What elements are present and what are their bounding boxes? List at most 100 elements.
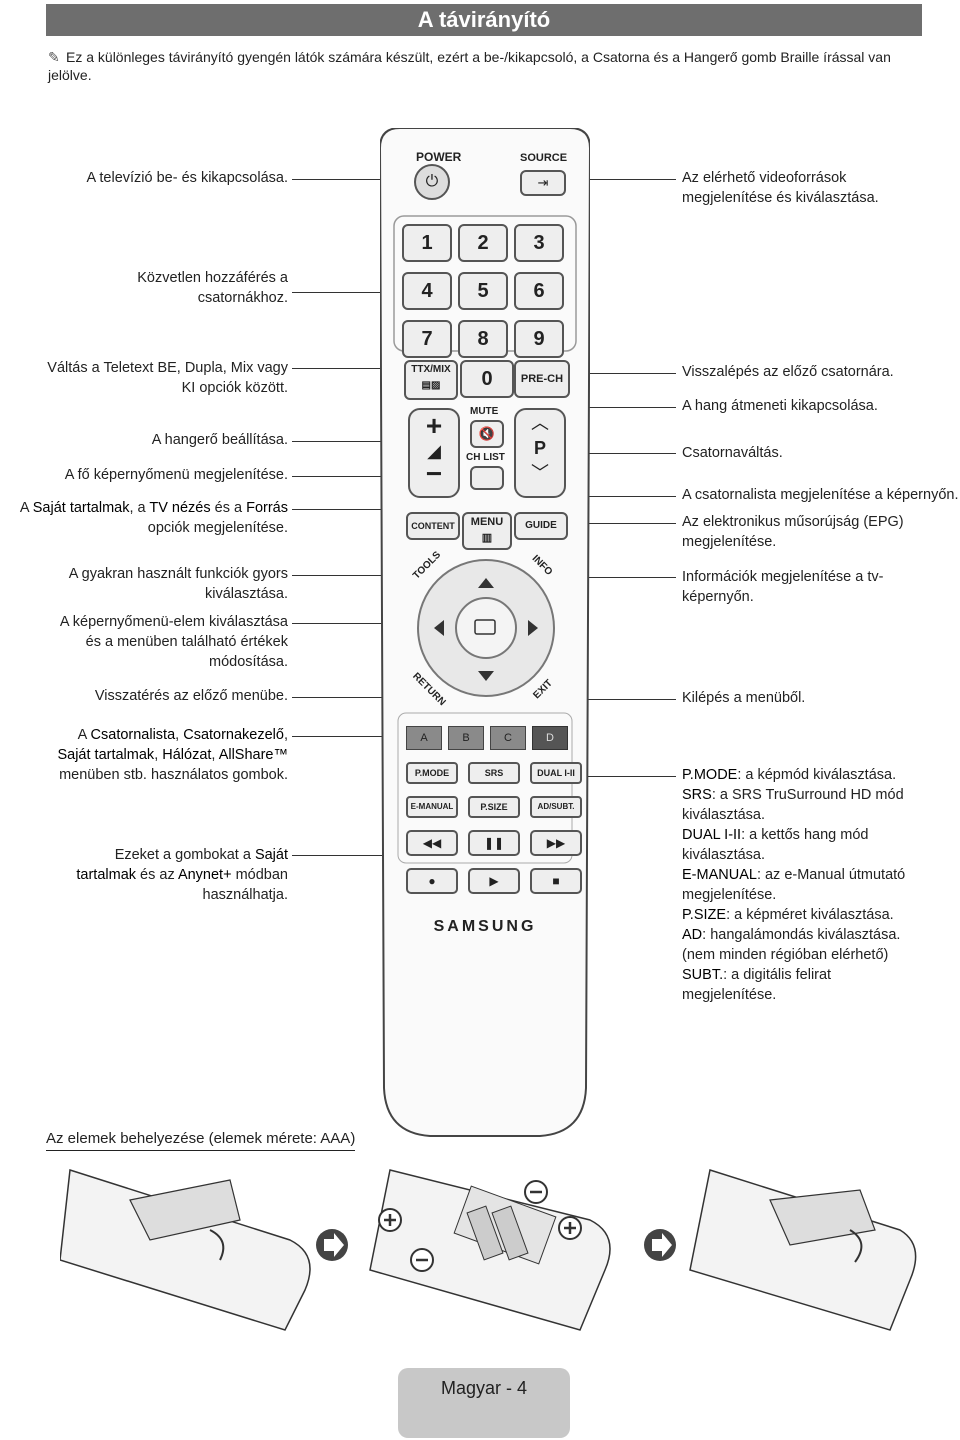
label-chlist: A csatornalista megjelenítése a képernyő… [682,487,959,503]
ch-list-label: CH LIST [466,452,505,463]
digit-5-button[interactable]: 5 [458,272,508,310]
digit-8-button[interactable]: 8 [458,320,508,358]
digit-1-button[interactable]: 1 [402,224,452,262]
label-exit: Kilépés a menüből. [682,690,806,706]
source-icon: ⇥ [537,175,549,190]
leader-line [292,575,410,576]
color-b-button[interactable]: B [448,726,484,750]
stop-icon: ■ [552,874,560,888]
record-button[interactable]: ● [406,868,458,894]
minus-icon [524,1180,548,1204]
step-3-remote [689,1169,917,1331]
arrow-right-icon [644,1229,676,1261]
pause-icon: ❚❚ [483,836,505,850]
battery-illustration [60,1169,917,1331]
color-c-button[interactable]: C [490,726,526,750]
p-mode-button[interactable]: P.MODE [406,762,458,784]
volume-wedge-icon: ◢ [427,441,441,461]
guide-button[interactable]: GUIDE [514,512,568,540]
label-guide: Az elektronikus műsorújság (EPG)megjelen… [682,514,904,550]
label-channel: Csatornaváltás. [682,445,783,461]
srs-button[interactable]: SRS [468,762,520,784]
leader-line [292,623,422,624]
dual-button[interactable]: DUAL I-II [530,762,582,784]
volume-rocker[interactable]: + ◢ − [408,408,460,498]
media-row-2: ● ▶ ■ [406,868,582,894]
leader-line [562,453,676,454]
ad-subt-button[interactable]: AD/SUBT. [530,796,582,818]
mute-button[interactable]: 🔇 [470,420,504,448]
menu-button[interactable]: MENU▥ [462,512,512,550]
leader-line [530,407,676,408]
leader-line [568,776,676,777]
fast-forward-icon: ▶▶ [546,836,566,850]
menu-icon: ▥ [481,532,493,544]
color-buttons: A B C D [406,726,568,750]
label-power: A televízió be- és kikapcsolása. [86,170,289,186]
media-row-1: ◀◀ ❚❚ ▶▶ [406,830,582,856]
power-icon: ⏻ [425,173,439,190]
color-a-button[interactable]: A [406,726,442,750]
pre-ch-button[interactable]: PRE-CH [514,360,570,398]
leader-line [292,292,392,293]
mute-label: MUTE [470,406,499,417]
leader-line [292,368,402,369]
rewind-button[interactable]: ◀◀ [406,830,458,856]
minus-icon [410,1248,434,1272]
page-title: A távirányító [417,7,551,32]
digit-6-button[interactable]: 6 [514,272,564,310]
label-prech: Visszalépés az előző csatornára. [682,364,894,380]
leader-line [292,855,408,856]
function-row-1: P.MODE SRS DUAL I-II [406,762,582,784]
play-button[interactable]: ▶ [468,868,520,894]
label-content: A Saját tartalmak, a TV nézés és a Forrá… [19,500,288,536]
fast-forward-button[interactable]: ▶▶ [530,830,582,856]
leader-line [570,179,676,180]
leader-line [510,496,676,497]
digit-3-button[interactable]: 3 [514,224,564,262]
step-1-remote [60,1169,311,1331]
arrow-right-icon [316,1229,348,1261]
leader-line [292,441,404,442]
leader-line [562,577,676,578]
digit-7-button[interactable]: 7 [402,320,452,358]
label-function-buttons: P.MODE: a képmód kiválasztása. SRS: a SR… [682,767,906,1003]
function-row-2: E-MANUAL P.SIZE AD/SUBT. [406,796,582,818]
volume-up-icon: + [425,410,443,441]
leader-line [292,476,462,477]
ttx-mix-button[interactable]: TTX/MIX▤▨ [404,360,458,400]
battery-section-title: Az elemek behelyezése (elemek mérete: AA… [46,1130,356,1151]
digit-9-button[interactable]: 9 [514,320,564,358]
leader-line [292,509,404,510]
source-button[interactable]: ⇥ [520,170,566,196]
record-icon: ● [428,874,436,888]
leader-line [568,699,676,700]
digit-0-button[interactable]: 0 [460,360,514,398]
power-button[interactable]: ⏻ [414,164,450,200]
ch-list-button[interactable] [470,466,504,490]
stop-button[interactable]: ■ [530,868,582,894]
color-d-button[interactable]: D [532,726,568,750]
play-icon: ▶ [489,874,499,888]
plus-icon [378,1208,402,1232]
e-manual-button[interactable]: E-MANUAL [406,796,458,818]
digit-4-button[interactable]: 4 [402,272,452,310]
digit-2-button[interactable]: 2 [458,224,508,262]
channel-rocker[interactable]: ︿ P ﹀ [514,408,566,498]
p-size-button[interactable]: P.SIZE [468,796,520,818]
brand-logo: SAMSUNG [433,918,537,935]
page-header: A távirányító [46,4,922,36]
power-label: POWER [416,150,462,164]
plus-icon [558,1216,582,1240]
rewind-icon: ◀◀ [422,836,442,850]
pencil-icon: ✎ [48,49,60,65]
step-2-remote [369,1169,611,1331]
leader-line [292,179,392,180]
page-footer: Magyar - 4 [398,1368,570,1438]
pause-button[interactable]: ❚❚ [468,830,520,856]
chevron-up-icon: ︿ [531,413,549,433]
content-button[interactable]: CONTENT [406,512,460,540]
